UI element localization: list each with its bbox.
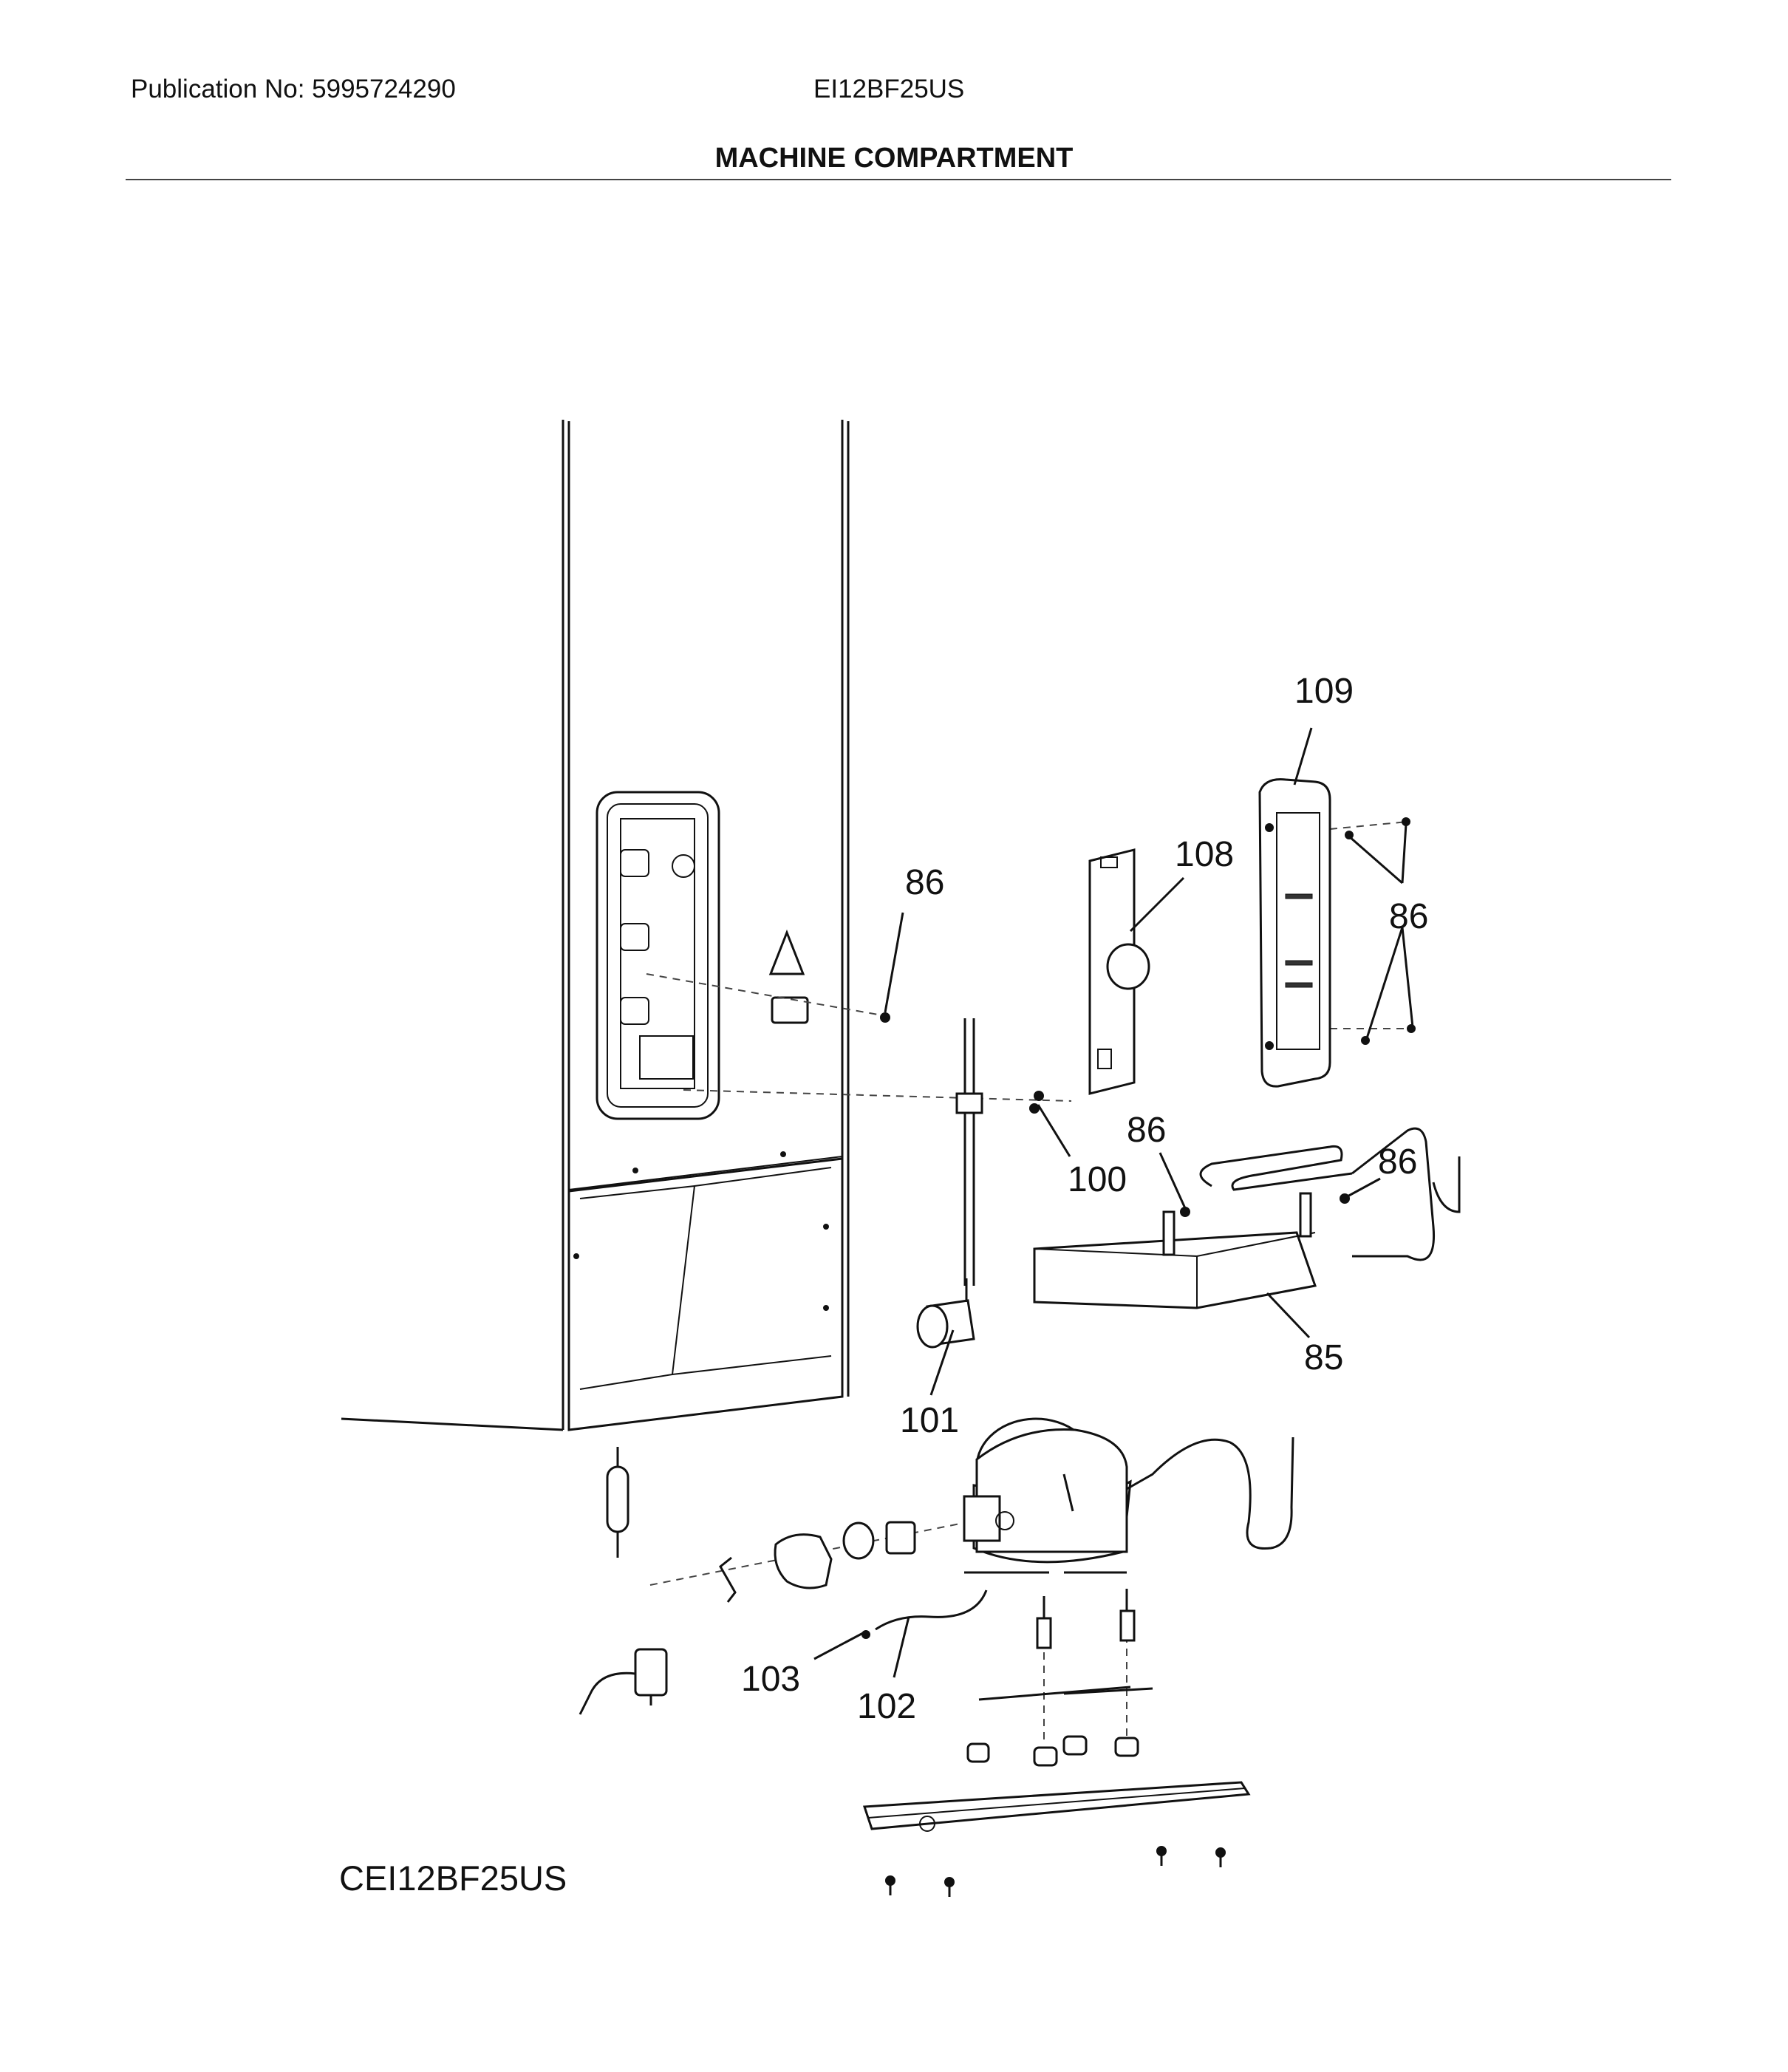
callout-86-cover: 86 [1389,897,1428,936]
page-title: MACHINE COMPARTMENT [714,143,1074,174]
callout-101: 101 [900,1401,959,1440]
filter-drier [606,1447,629,1558]
callout-100: 100 [1068,1160,1127,1199]
diagram-code: CEI12BF25US [339,1858,567,1898]
tube-clip-100 [955,1018,1044,1286]
callout-86-panel: 86 [905,863,944,902]
ground-screw-103 [861,1630,870,1639]
control-board-108 [1088,848,1150,1095]
base-screws [885,1846,1226,1897]
compressor [963,1417,1294,1574]
publication-number: Publication No: 5995724290 [131,75,456,103]
relay-overload-assembly [719,1521,916,1603]
callout-108: 108 [1175,835,1234,874]
control-cover-109 [1258,778,1331,1088]
run-capacitor [579,1648,668,1715]
drain-pan-85 [1033,1127,1461,1309]
callout-109: 109 [1294,672,1354,711]
compressor-base-plate [862,1781,1251,1832]
ground-wire-102 [875,1589,988,1631]
cabinet-back-panel [341,420,850,1431]
callout-86-heater: 86 [1378,1142,1417,1182]
leader-lines [813,727,1414,1678]
fan-motor-101 [916,1278,975,1349]
callout-86-pan: 86 [1127,1111,1166,1150]
header-divider [126,179,1671,180]
callout-102: 102 [857,1687,916,1726]
compressor-mounting-hardware [966,1589,1153,1767]
callout-103: 103 [741,1660,800,1699]
screws-86-cover [1345,817,1416,1045]
model-number: EI12BF25US [813,75,965,103]
callout-85: 85 [1304,1338,1343,1377]
screw-86-panel [880,1012,890,1023]
